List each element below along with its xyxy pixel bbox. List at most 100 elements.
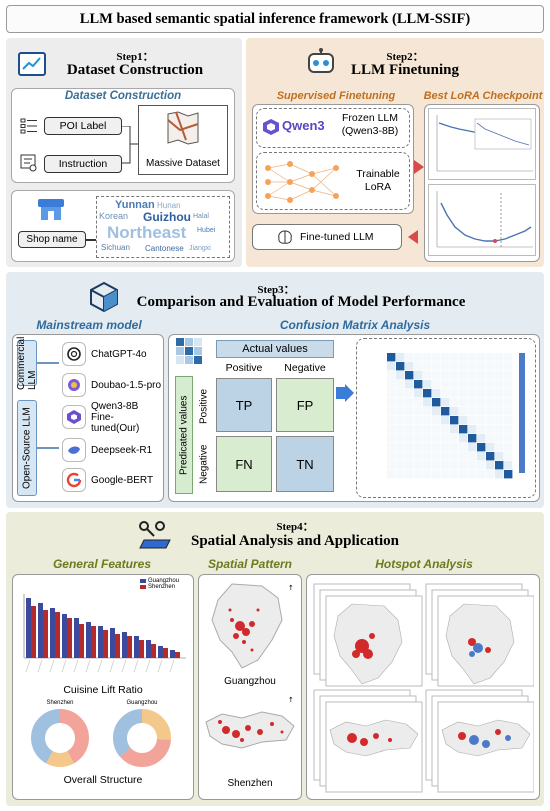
word-cloud-word: Guizhou (143, 210, 191, 224)
heatmap-cell (468, 443, 477, 452)
heatmap-cell (504, 425, 513, 434)
google-icon (62, 468, 86, 492)
bar-guangzhou (170, 650, 175, 658)
shop-name-pill: Shop name (18, 231, 86, 248)
supervised-finetuning-title: Supervised Finetuning (276, 90, 396, 102)
heatmap-cell (468, 398, 477, 407)
model-qwen: Qwen3-8B Fine-tuned(Our) (62, 401, 162, 434)
heatmap-cell (441, 380, 450, 389)
heatmap-cell (477, 407, 486, 416)
heatmap-cell (459, 389, 468, 398)
heatmap-cell (405, 407, 414, 416)
heatmap-cell (414, 425, 423, 434)
heatmap-cell (432, 461, 441, 470)
connector-lines (122, 125, 138, 166)
heatmap-cell (432, 416, 441, 425)
heatmap-cell (504, 407, 513, 416)
heatmap-cell (405, 443, 414, 452)
instruction-pill: Instruction (44, 155, 122, 173)
heatmap-cell (468, 470, 477, 479)
commercial-connector (37, 362, 59, 364)
bar-shenzhen (139, 640, 144, 658)
heatmap-cell (423, 461, 432, 470)
heatmap-cell (423, 371, 432, 380)
heatmap-cell (486, 425, 495, 434)
heatmap-cell (504, 389, 513, 398)
chart-board-icon (18, 52, 46, 76)
grid-icon (176, 338, 204, 366)
heatmap-cell (450, 398, 459, 407)
heatmap-cell (459, 407, 468, 416)
step4-heading: Spatial Analysis and Application (191, 533, 399, 549)
heatmap-cell (432, 434, 441, 443)
heatmap-cell (414, 407, 423, 416)
heatmap-cell (477, 434, 486, 443)
heatmap-cell (441, 425, 450, 434)
legend-label: Guangzhou (148, 578, 180, 584)
overall-structure-label: Overall Structure (63, 774, 143, 786)
heatmap-cell (387, 407, 396, 416)
step4-label: Step4： (276, 521, 314, 533)
bar-shenzhen (127, 636, 132, 658)
word-cloud-word: Halal (193, 213, 209, 220)
heatmap-cell (387, 398, 396, 407)
heatmap-cell (477, 362, 486, 371)
tn-cell: TN (276, 436, 334, 492)
heatmap-cell (396, 443, 405, 452)
heatmap-cell (423, 407, 432, 416)
heatmap-cell (468, 452, 477, 461)
step2-label: Step2： (386, 51, 424, 63)
model-doubao: Doubao-1.5-pro (62, 372, 162, 398)
bar-guangzhou (62, 614, 67, 658)
tp-cell: TP (216, 378, 272, 432)
heatmap-cell (387, 443, 396, 452)
heatmap-cell (405, 380, 414, 389)
heatmap-cell (504, 461, 513, 470)
guangzhou-label: Guangzhou (224, 676, 276, 687)
negative-row-label: Negative (198, 444, 210, 484)
heatmap-colorbar (519, 353, 525, 473)
heatmap-cell (477, 461, 486, 470)
step1-label: Step1： (116, 51, 154, 63)
model-deepseek: Deepseek-R1 (62, 438, 162, 462)
donut-chart-guangzhou (112, 708, 172, 768)
step1-heading: Dataset Construction (66, 62, 204, 78)
heatmap-cell (396, 389, 405, 398)
predicated-values-header: Predicated values (175, 376, 193, 494)
qwen-icon (62, 405, 86, 429)
heatmap-cell (405, 353, 414, 362)
heatmap-cell (459, 434, 468, 443)
word-cloud-word: Korean (99, 211, 129, 221)
heatmap-cell (414, 353, 423, 362)
heatmap-cell (459, 461, 468, 470)
bar-shenzhen (151, 644, 156, 658)
hotspot-analysis-title: Hotspot Analysis (375, 557, 473, 571)
heatmap-cell (468, 371, 477, 380)
heatmap-cell (450, 434, 459, 443)
bar-guangzhou (38, 603, 43, 658)
heatmap-cell (495, 425, 504, 434)
heatmap-cell (486, 470, 495, 479)
bar-shenzhen (175, 652, 180, 658)
heatmap-cell (504, 416, 513, 425)
heatmap-cell (396, 452, 405, 461)
actual-values-header: Actual values (216, 340, 334, 358)
map-icon (166, 110, 200, 146)
heatmap-cell (441, 407, 450, 416)
open-source-connector (37, 447, 59, 449)
heatmap-cell (486, 434, 495, 443)
heatmap-cell (486, 398, 495, 407)
heatmap-cell (405, 425, 414, 434)
heatmap-cell (396, 416, 405, 425)
heatmap-cell (495, 470, 504, 479)
heatmap-cell (387, 434, 396, 443)
heatmap-cell (459, 425, 468, 434)
donut-title-shenzhen: Shenzhen (46, 700, 74, 706)
bar-guangzhou (134, 636, 139, 658)
heatmap-cell (450, 470, 459, 479)
heatmap-cell (468, 353, 477, 362)
legend-swatch-shenzhen (140, 585, 146, 589)
cuisine-lift-ratio-label: Cuisine Lift Ratio (63, 684, 143, 696)
heatmap-cell (486, 416, 495, 425)
heatmap-cell (486, 362, 495, 371)
